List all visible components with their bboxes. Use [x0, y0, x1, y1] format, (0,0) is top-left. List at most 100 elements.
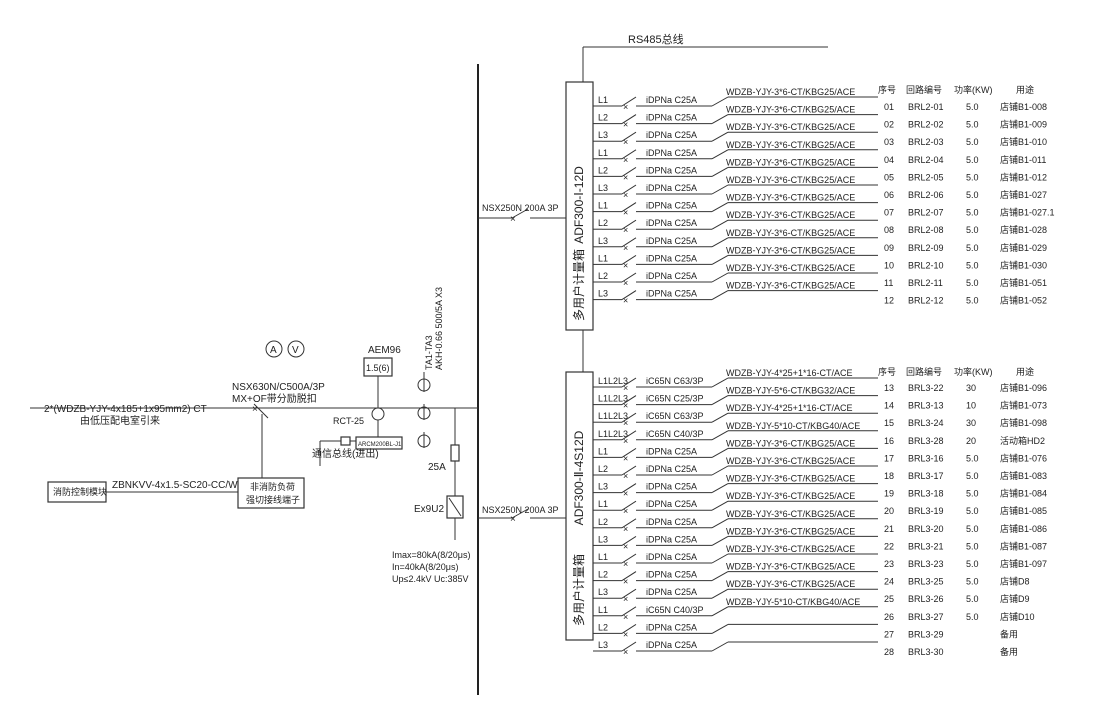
- circuit-cable: WDZB-YJY-5*10-CT/KBG40/ACE: [726, 421, 860, 431]
- circuit-switch: [621, 535, 637, 546]
- circuit-code: BRL2-05: [908, 172, 944, 182]
- circuit-bend: [711, 641, 729, 652]
- circuit-cable: WDZB-YJY-3*6-CT/KBG25/ACE: [726, 281, 855, 291]
- circuit-breaker: iDPNa C25A: [646, 499, 697, 509]
- fire-cable: ZBNKVV-4x1.5-SC20-CC/WC: [112, 480, 245, 491]
- spd-spec-3: Up≤2.4kV Uc:385V: [392, 574, 468, 584]
- arcm-label: ARCM200BL-J1: [358, 442, 402, 448]
- circuit-cable: WDZB-YJY-3*6-CT/KBG25/ACE: [726, 544, 855, 554]
- circuit-breaker: iDPNa C25A: [646, 622, 697, 632]
- circuit-power: 5.0: [966, 172, 979, 182]
- circuit-bend: [711, 535, 729, 546]
- circuit-cross: ×: [623, 541, 628, 551]
- circuit-cross: ×: [623, 137, 628, 147]
- main-breaker-line2: MX+OF带分励脱扣: [232, 392, 317, 405]
- circuit-number: 06: [884, 190, 894, 200]
- circuit-cross: ×: [623, 102, 628, 112]
- circuit-bend: [711, 483, 729, 494]
- circuit-code: BRL3-17: [908, 471, 944, 481]
- circuit-code: BRL2-09: [908, 243, 944, 253]
- circuit-cross: ×: [623, 155, 628, 165]
- circuit-cable: WDZB-YJY-3*6-CT/KBG25/ACE: [726, 87, 855, 97]
- circuit-number: 19: [884, 489, 894, 499]
- circuit-cross: ×: [623, 172, 628, 182]
- feeder-2-breaker: NSX250N 200A 3P: [482, 505, 559, 515]
- circuit-power: 5.0: [966, 541, 979, 551]
- table-header: 功率(KW): [954, 84, 993, 95]
- circuit-number: 18: [884, 471, 894, 481]
- spd-spec-2: In=40kA(8/20μs): [392, 562, 458, 572]
- circuit-phase: L1: [598, 201, 608, 211]
- feeder-2-cross: ×: [510, 514, 516, 525]
- meter-name: AEM96: [368, 345, 401, 356]
- circuit-breaker: iC65N C40/3P: [646, 429, 704, 439]
- circuit-cable: WDZB-YJY-3*6-CT/KBG25/ACE: [726, 474, 855, 484]
- circuit-usage: 店铺B1-028: [1000, 224, 1047, 235]
- circuit-usage: 店铺B1-085: [1000, 505, 1047, 516]
- circuit-phase: L2: [598, 570, 608, 580]
- circuit-cable: WDZB-YJY-3*6-CT/KBG25/ACE: [726, 245, 855, 255]
- circuit-power: 5.0: [966, 559, 979, 569]
- circuit-cable: WDZB-YJY-3*6-CT/KBG25/ACE: [726, 263, 855, 273]
- circuit-power: 5.0: [966, 225, 979, 235]
- circuit-bend: [711, 430, 729, 441]
- circuit-bend: [711, 131, 729, 142]
- feeder-1-switch: [511, 208, 529, 219]
- circuit-switch: [621, 114, 637, 125]
- circuit-switch: [621, 588, 637, 599]
- rct-label: RCT-25: [333, 416, 364, 426]
- circuit-cross: ×: [623, 278, 628, 288]
- circuit-switch: [621, 184, 637, 195]
- circuit-bend: [711, 571, 729, 582]
- circuit-phase: L1L2L3: [598, 411, 628, 421]
- circuit-number: 08: [884, 225, 894, 235]
- circuit-usage: 店铺B1-076: [1000, 452, 1047, 463]
- circuit-switch: [621, 518, 637, 529]
- circuit-breaker: iDPNa C25A: [646, 464, 697, 474]
- circuit-power: 10: [966, 401, 976, 411]
- circuit-power: 5.0: [966, 612, 979, 622]
- circuit-number: 12: [884, 296, 894, 306]
- circuit-phase: L1: [598, 499, 608, 509]
- circuit-number: 26: [884, 612, 894, 622]
- circuit-bend: [711, 202, 729, 213]
- circuit-number: 04: [884, 155, 894, 165]
- circuit-code: BRL3-16: [908, 453, 944, 463]
- circuit-breaker: iDPNa C25A: [646, 482, 697, 492]
- circuit-usage: 店铺B1-010: [1000, 136, 1047, 147]
- circuit-number: 20: [884, 506, 894, 516]
- circuit-code: BRL3-26: [908, 594, 944, 604]
- circuit-phase: L2: [598, 622, 608, 632]
- spd-mark: [448, 497, 462, 517]
- circuit-bend: [711, 149, 729, 160]
- circuit-cross: ×: [623, 418, 628, 428]
- spd-spec-1: Imax=80kA(8/20μs): [392, 550, 470, 560]
- incoming-cable: 2*(WDZB-YJY-4x185+1x95mm2) CT: [44, 404, 207, 415]
- circuit-phase: L1: [598, 605, 608, 615]
- circuit-code: BRL2-03: [908, 137, 944, 147]
- circuit-code: BRL2-06: [908, 190, 944, 200]
- circuit-breaker: iDPNa C25A: [646, 534, 697, 544]
- table-header: 回路编号: [906, 366, 942, 377]
- main-breaker-cross: ×: [252, 404, 258, 415]
- circuit-switch: [621, 430, 637, 441]
- circuit-cross: ×: [623, 401, 628, 411]
- circuit-number: 17: [884, 453, 894, 463]
- circuit-switch: [621, 166, 637, 177]
- circuit-bend: [711, 237, 729, 248]
- circuit-phase: L3: [598, 482, 608, 492]
- circuit-power: 5.0: [966, 137, 979, 147]
- circuit-cross: ×: [623, 471, 628, 481]
- circuit-switch: [621, 237, 637, 248]
- circuit-breaker: iC65N C63/3P: [646, 411, 704, 421]
- circuit-switch: [621, 395, 637, 406]
- circuit-power: 5.0: [966, 296, 979, 306]
- circuit-phase: L2: [598, 517, 608, 527]
- feeder-2-switch: [511, 508, 529, 519]
- circuit-cross: ×: [623, 453, 628, 463]
- circuit-phase: L3: [598, 640, 608, 650]
- circuit-code: BRL3-29: [908, 629, 944, 639]
- spd-label: Ex9U2: [414, 504, 444, 515]
- circuit-power: 5.0: [966, 190, 979, 200]
- cabinet-2-type: 多用户计量箱: [571, 554, 586, 626]
